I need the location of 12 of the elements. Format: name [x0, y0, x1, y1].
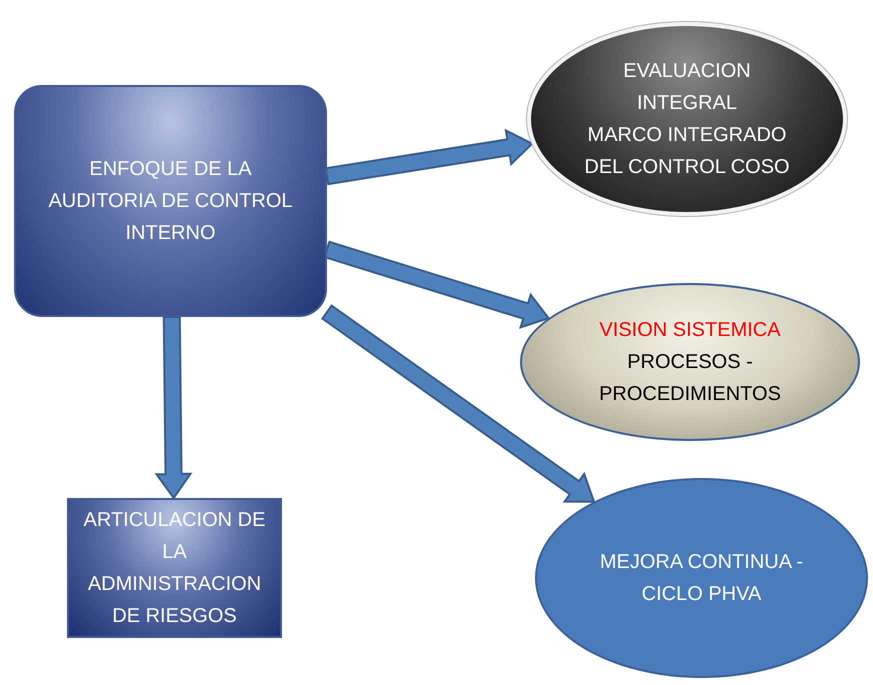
process-box — [14, 85, 327, 317]
node-text: ENFOQUE DE LA AUDITORIA DE CONTROL INTERNO — [47, 157, 294, 246]
node-text: MEJORA CONTINUA - CICLO PHVA — [598, 550, 804, 607]
block-arrow — [324, 128, 534, 186]
node-text: PROCESOS - PROCEDIMIENTOS — [598, 350, 782, 407]
block-arrow — [321, 304, 596, 503]
process-box — [67, 498, 282, 638]
node-text: ARTICULACION DE LA ADMINISTRACION DE RIESGOS — [82, 508, 266, 629]
node-text: MARCO INTEGRADO DEL CONTROL COSO — [583, 123, 791, 180]
node-text: EVALUACION INTEGRAL — [622, 59, 752, 116]
block-arrow — [154, 316, 192, 500]
node-text: VISION SISTEMICA — [599, 318, 781, 343]
